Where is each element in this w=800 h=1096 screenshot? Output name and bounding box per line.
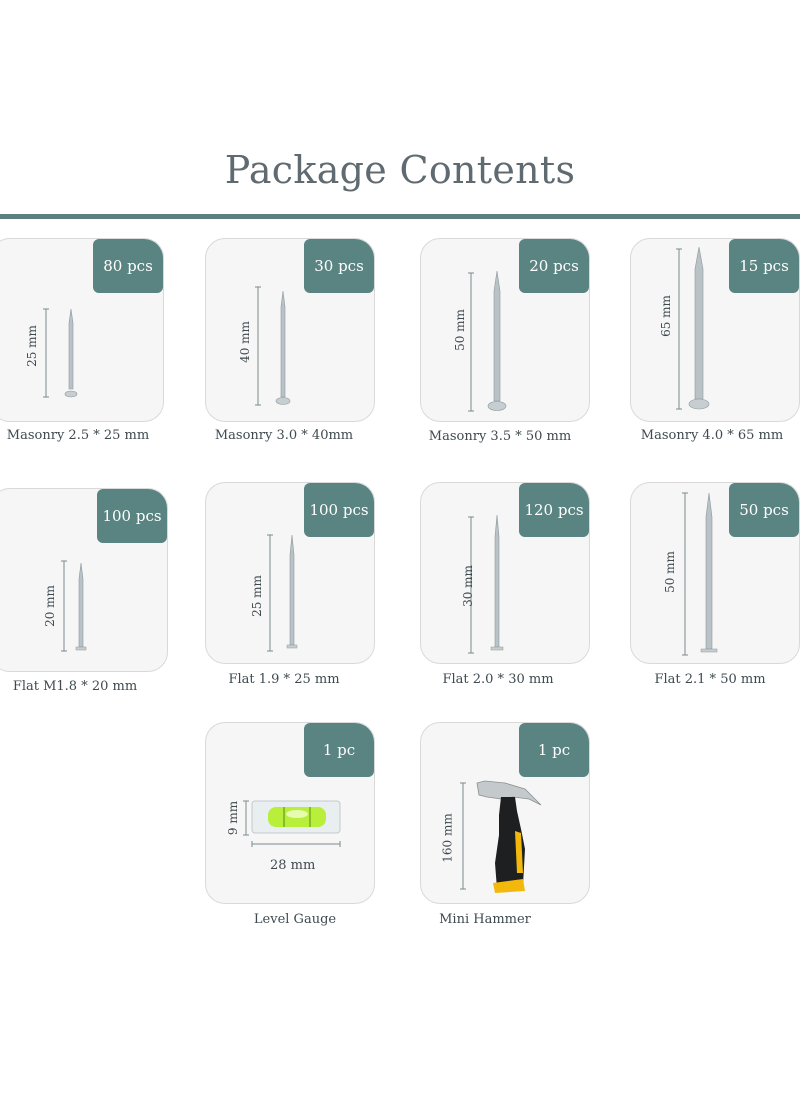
item-card-masonry-25: 25 mm 80 pcs — [0, 238, 164, 422]
item-card-flat-20: 20 mm 100 pcs — [0, 488, 168, 672]
quantity-badge: 50 pcs — [729, 483, 799, 537]
size-label: 50 mm — [662, 551, 677, 593]
flat-nail-icon — [267, 534, 298, 652]
level-gauge-icon — [243, 800, 341, 847]
masonry-nail-icon — [43, 308, 78, 398]
item-card-masonry-50: 50 mm 20 pcs — [420, 238, 590, 422]
item-caption: Masonry 4.0 * 65 mm — [640, 428, 784, 443]
size-label: 30 mm — [460, 565, 475, 607]
size-label: 20 mm — [42, 585, 57, 627]
quantity-badge: 100 pcs — [304, 483, 374, 537]
size-label: 160 mm — [440, 813, 455, 863]
item-caption: Masonry 2.5 * 25 mm — [6, 428, 150, 443]
item-card-masonry-40: 40 mm 30 pcs — [205, 238, 375, 422]
item-caption: Masonry 3.5 * 50 mm — [428, 429, 572, 444]
page-title: Package Contents — [224, 148, 576, 192]
item-card-flat-30: 30 mm 120 pcs — [420, 482, 590, 664]
height-label: 9 mm — [226, 800, 241, 836]
quantity-badge: 1 pc — [519, 723, 589, 777]
flat-nail-icon — [61, 560, 87, 652]
item-card-flat-25: 25 mm 100 pcs — [205, 482, 375, 664]
size-label: 25 mm — [249, 575, 264, 617]
size-label: 65 mm — [658, 295, 673, 337]
item-card-mini-hammer: 160 mm 1 pc — [420, 722, 590, 904]
quantity-badge: 100 pcs — [97, 489, 167, 543]
item-card-level-gauge: 9 mm 28 mm 1 pc — [205, 722, 375, 904]
item-caption: Flat 2.1 * 50 mm — [654, 672, 766, 687]
size-label: 25 mm — [24, 325, 39, 367]
item-caption: Level Gauge — [253, 912, 337, 927]
masonry-nail-icon — [468, 270, 507, 412]
quantity-badge: 30 pcs — [304, 239, 374, 293]
width-label: 28 mm — [270, 858, 316, 873]
hammer-icon — [460, 780, 542, 893]
size-label: 50 mm — [452, 309, 467, 351]
flat-nail-icon — [682, 492, 718, 656]
quantity-badge: 1 pc — [304, 723, 374, 777]
flat-nail-icon — [468, 514, 504, 654]
item-caption: Masonry 3.0 * 40mm — [214, 428, 354, 443]
quantity-badge: 20 pcs — [519, 239, 589, 293]
size-label: 40 mm — [237, 321, 252, 363]
masonry-nail-icon — [676, 246, 710, 410]
item-caption: Flat 1.9 * 25 mm — [228, 672, 340, 687]
quantity-badge: 80 pcs — [93, 239, 163, 293]
masonry-nail-icon — [255, 286, 291, 406]
item-card-masonry-65: 65 mm 15 pcs — [630, 238, 800, 422]
quantity-badge: 15 pcs — [729, 239, 799, 293]
item-card-flat-50: 50 mm 50 pcs — [630, 482, 800, 664]
quantity-badge: 120 pcs — [519, 483, 589, 537]
title-divider — [0, 214, 800, 219]
item-caption: Flat M1.8 * 20 mm — [12, 679, 138, 694]
item-caption: Mini Hammer — [439, 912, 531, 927]
item-caption: Flat 2.0 * 30 mm — [442, 672, 554, 687]
